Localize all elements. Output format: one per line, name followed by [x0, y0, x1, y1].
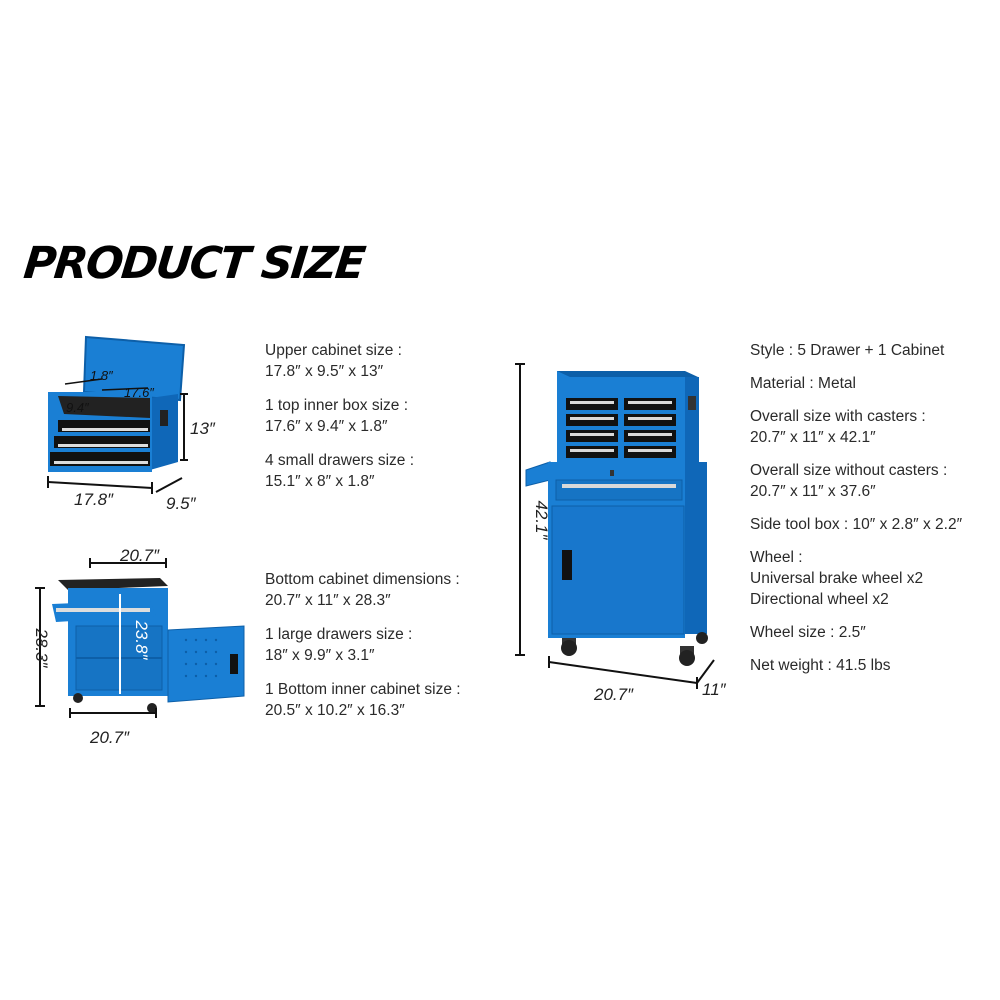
spec-line: Overall size with casters : [750, 408, 926, 425]
spec-line: 20.7″ x 11″ x 37.6″ [750, 483, 876, 500]
spec-item: Bottom cabinet dimensions : 20.7″ x 11″ … [265, 569, 461, 611]
spec-line: Net weight : 41.5 lbs [750, 657, 891, 674]
dim-label: 20.7″ [119, 546, 160, 565]
spec-line: Material : Metal [750, 375, 856, 392]
assembled-tool-chest-image [525, 371, 708, 666]
spec-value: 17.6″ x 9.4″ x 1.8″ [265, 418, 388, 435]
spec-item-material: Material : Metal [750, 373, 962, 394]
spec-line: Universal brake wheel x2 [750, 570, 924, 587]
spec-item-net-weight: Net weight : 41.5 lbs [750, 655, 962, 676]
spec-value: 18″ x 9.9″ x 3.1″ [265, 647, 375, 664]
dim-label: 20.7″ [593, 685, 634, 704]
dim-line [155, 477, 183, 493]
spec-value: 15.1″ x 8″ x 1.8″ [265, 473, 375, 490]
spec-line: Wheel : [750, 549, 803, 566]
dim-line [696, 659, 715, 684]
spec-line: Directional wheel x2 [750, 591, 889, 608]
spec-label: 4 small drawers size : [265, 452, 415, 469]
dim-line [47, 481, 153, 489]
dim-label: 42.1″ [532, 500, 551, 540]
dim-line [64, 378, 103, 385]
spec-item: 1 Bottom inner cabinet size : 20.5″ x 10… [265, 679, 461, 721]
upper-cabinet-specs: Upper cabinet size : 17.8″ x 9.5″ x 13″ … [265, 340, 414, 505]
upper-cabinet-image [48, 335, 186, 472]
spec-line: Side tool box : 10″ x 2.8″ x 2.2″ [750, 516, 963, 533]
spec-item: 1 top inner box size : 17.6″ x 9.4″ x 1.… [265, 395, 414, 437]
spec-label: 1 Bottom inner cabinet size : [265, 681, 461, 698]
dim-label: 17.6″ [124, 385, 154, 400]
spec-item-wheel: Wheel : Universal brake wheel x2 Directi… [750, 547, 962, 610]
spec-label: Upper cabinet size : [265, 342, 402, 359]
spec-line: Style : 5 Drawer + 1 Cabinet [750, 342, 945, 359]
dim-label: 28.3″ [32, 627, 51, 668]
spec-label: 1 large drawers size : [265, 626, 413, 643]
spec-item-wheel-size: Wheel size : 2.5″ [750, 622, 962, 643]
spec-item-style: Style : 5 Drawer + 1 Cabinet [750, 340, 962, 361]
spec-item: 4 small drawers size : 15.1″ x 8″ x 1.8″ [265, 450, 414, 492]
spec-value: 17.8″ x 9.5″ x 13″ [265, 363, 384, 380]
spec-item: Upper cabinet size : 17.8″ x 9.5″ x 13″ [265, 340, 414, 382]
spec-label: Bottom cabinet dimensions : [265, 571, 460, 588]
dim-label: 9.5″ [166, 494, 197, 513]
spec-item: 1 large drawers size : 18″ x 9.9″ x 3.1″ [265, 624, 461, 666]
spec-item-size-without-casters: Overall size without casters : 20.7″ x 1… [750, 460, 962, 502]
dim-line [101, 387, 149, 391]
bottom-cabinet-specs: Bottom cabinet dimensions : 20.7″ x 11″ … [265, 569, 461, 734]
spec-line: Overall size without casters : [750, 462, 948, 479]
dim-label: 1.8″ [90, 368, 113, 383]
spec-item-side-tool-box: Side tool box : 10″ x 2.8″ x 2.2″ [750, 514, 962, 535]
spec-line: Wheel size : 2.5″ [750, 624, 866, 641]
spec-value: 20.5″ x 10.2″ x 16.3″ [265, 702, 405, 719]
main-product-specs: Style : 5 Drawer + 1 Cabinet Material : … [750, 340, 962, 688]
dim-label: 23.8″ [132, 619, 151, 660]
dim-label: 13″ [190, 419, 216, 438]
dim-label: 20.7″ [89, 728, 130, 747]
spec-value: 20.7″ x 11″ x 28.3″ [265, 592, 391, 609]
dim-line [548, 661, 698, 684]
spec-item-size-with-casters: Overall size with casters : 20.7″ x 11″ … [750, 406, 962, 448]
spec-line: 20.7″ x 11″ x 42.1″ [750, 429, 876, 446]
dim-label: 9.4″ [66, 400, 89, 415]
dim-label: 11″ [702, 680, 727, 699]
spec-label: 1 top inner box size : [265, 397, 409, 414]
dim-label: 17.8″ [74, 490, 114, 509]
